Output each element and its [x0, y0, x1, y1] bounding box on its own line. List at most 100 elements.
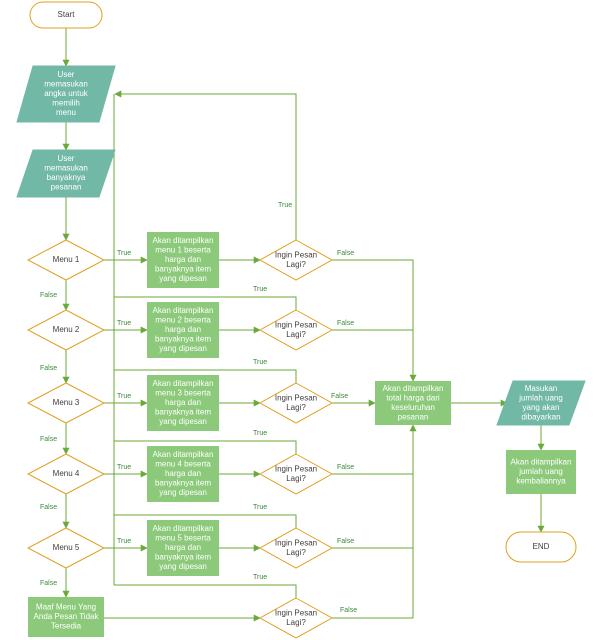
- node-end-line: END: [533, 542, 550, 551]
- process-show1-shape: [147, 232, 219, 288]
- node-menu4: Menu 4: [26, 453, 106, 495]
- node-show4-line: menu 4 beserta: [155, 460, 211, 469]
- node-menu4-line: Menu 4: [53, 469, 80, 478]
- label-menu5-false: False: [40, 580, 57, 587]
- node-again5-line: Lagi?: [286, 548, 306, 557]
- node-end-text: END: [533, 542, 550, 551]
- label-again3-false: False: [331, 393, 348, 400]
- node-menu2: Menu 2: [26, 309, 106, 351]
- node-show2-line: banyaknya item: [155, 335, 211, 344]
- decision-again6-shape: [258, 597, 334, 639]
- node-input_menu-line: memasukan: [44, 80, 88, 89]
- label-menu4-false: False: [40, 504, 57, 511]
- io-input-pay-shape: [496, 380, 586, 426]
- node-again2-line: Lagi?: [286, 330, 306, 339]
- label-menu1-false: False: [40, 292, 57, 299]
- decision-menu4-shape: [26, 453, 106, 495]
- label-again4-true: True: [253, 430, 267, 437]
- node-show2-line: Akan ditampilkan: [153, 306, 214, 315]
- edges: [62, 28, 545, 622]
- node-total-line: pesanan: [398, 412, 429, 421]
- node-menu2-text: Menu 2: [53, 325, 80, 334]
- node-show2-line: harga dan: [165, 325, 201, 334]
- node-show1-line: harga dan: [165, 255, 201, 264]
- edge-again6-loop: [114, 584, 297, 598]
- terminal-start-shape: [29, 1, 103, 29]
- node-start: Start: [29, 1, 103, 29]
- node-start-text: Start: [58, 10, 76, 19]
- label-menu2-true: True: [117, 320, 131, 327]
- node-again1-line: Lagi?: [286, 260, 306, 269]
- node-again1-line: Ingin Pesan: [275, 250, 317, 259]
- node-input_qty-line: User: [58, 154, 75, 163]
- node-menu2-line: Menu 2: [53, 325, 80, 334]
- decision-again5-shape: [258, 527, 334, 569]
- label-menu1-true: True: [117, 250, 131, 257]
- node-input_menu-line: User: [58, 70, 75, 79]
- node-menu5: Menu 5: [26, 527, 106, 569]
- label-again2-false: False: [337, 320, 354, 327]
- node-show3-line: menu 3 beserta: [155, 389, 211, 398]
- label-menu4-true: True: [117, 464, 131, 471]
- node-input_qty-line: banyaknya: [47, 173, 86, 182]
- node-input_pay-line: jumlah uang: [518, 393, 563, 402]
- node-show5-line: Akan ditampilkan: [153, 524, 214, 533]
- node-show4-line: banyaknya item: [155, 479, 211, 488]
- node-show3-line: banyaknya item: [155, 408, 211, 417]
- node-sorry-line: Maaf Menu Yang: [36, 603, 96, 612]
- label-again1-false: False: [337, 250, 354, 257]
- node-input_menu-line: menu: [56, 108, 76, 117]
- label-again5-true: True: [253, 504, 267, 511]
- process-change-shape: [506, 450, 576, 494]
- node-show1-line: banyaknya item: [155, 265, 211, 274]
- node-show3-line: yang dipesan: [159, 417, 207, 426]
- edge-again4-loop: [114, 440, 297, 454]
- process-total-shape: [375, 381, 451, 425]
- process-show2-shape: [147, 302, 219, 358]
- process-show5-shape: [147, 520, 219, 576]
- node-menu1-text: Menu 1: [53, 255, 80, 264]
- node-again2-line: Ingin Pesan: [275, 320, 317, 329]
- node-change-line: jumlah uang: [518, 467, 563, 476]
- node-total-line: keseluruhan: [391, 403, 435, 412]
- edge-again3-loop: [114, 369, 297, 383]
- label-again4-false: False: [337, 464, 354, 471]
- node-again6-line: Lagi?: [286, 618, 306, 627]
- node-input_qty-line: pesanan: [51, 182, 82, 191]
- io-input-menu-shape: [16, 65, 116, 123]
- decision-again2-shape: [258, 309, 334, 351]
- node-total-line: Akan ditampilkan: [383, 384, 444, 393]
- node-start-line: Start: [58, 10, 76, 19]
- node-show3-line: Akan ditampilkan: [153, 379, 214, 388]
- label-menu5-true: True: [117, 538, 131, 545]
- node-show4-line: harga dan: [165, 469, 201, 478]
- node-show1-line: Akan ditampilkan: [153, 236, 214, 245]
- node-show5-line: menu 5 beserta: [155, 534, 211, 543]
- node-sorry-line: Anda Pesan Tidak: [34, 612, 100, 621]
- node-input_pay-line: dibayarkan: [521, 412, 560, 421]
- edge-again6-to-total: [332, 424, 417, 619]
- node-menu1: Menu 1: [26, 239, 106, 281]
- node-again5-line: Ingin Pesan: [275, 538, 317, 547]
- node-show5-line: yang dipesan: [159, 562, 207, 571]
